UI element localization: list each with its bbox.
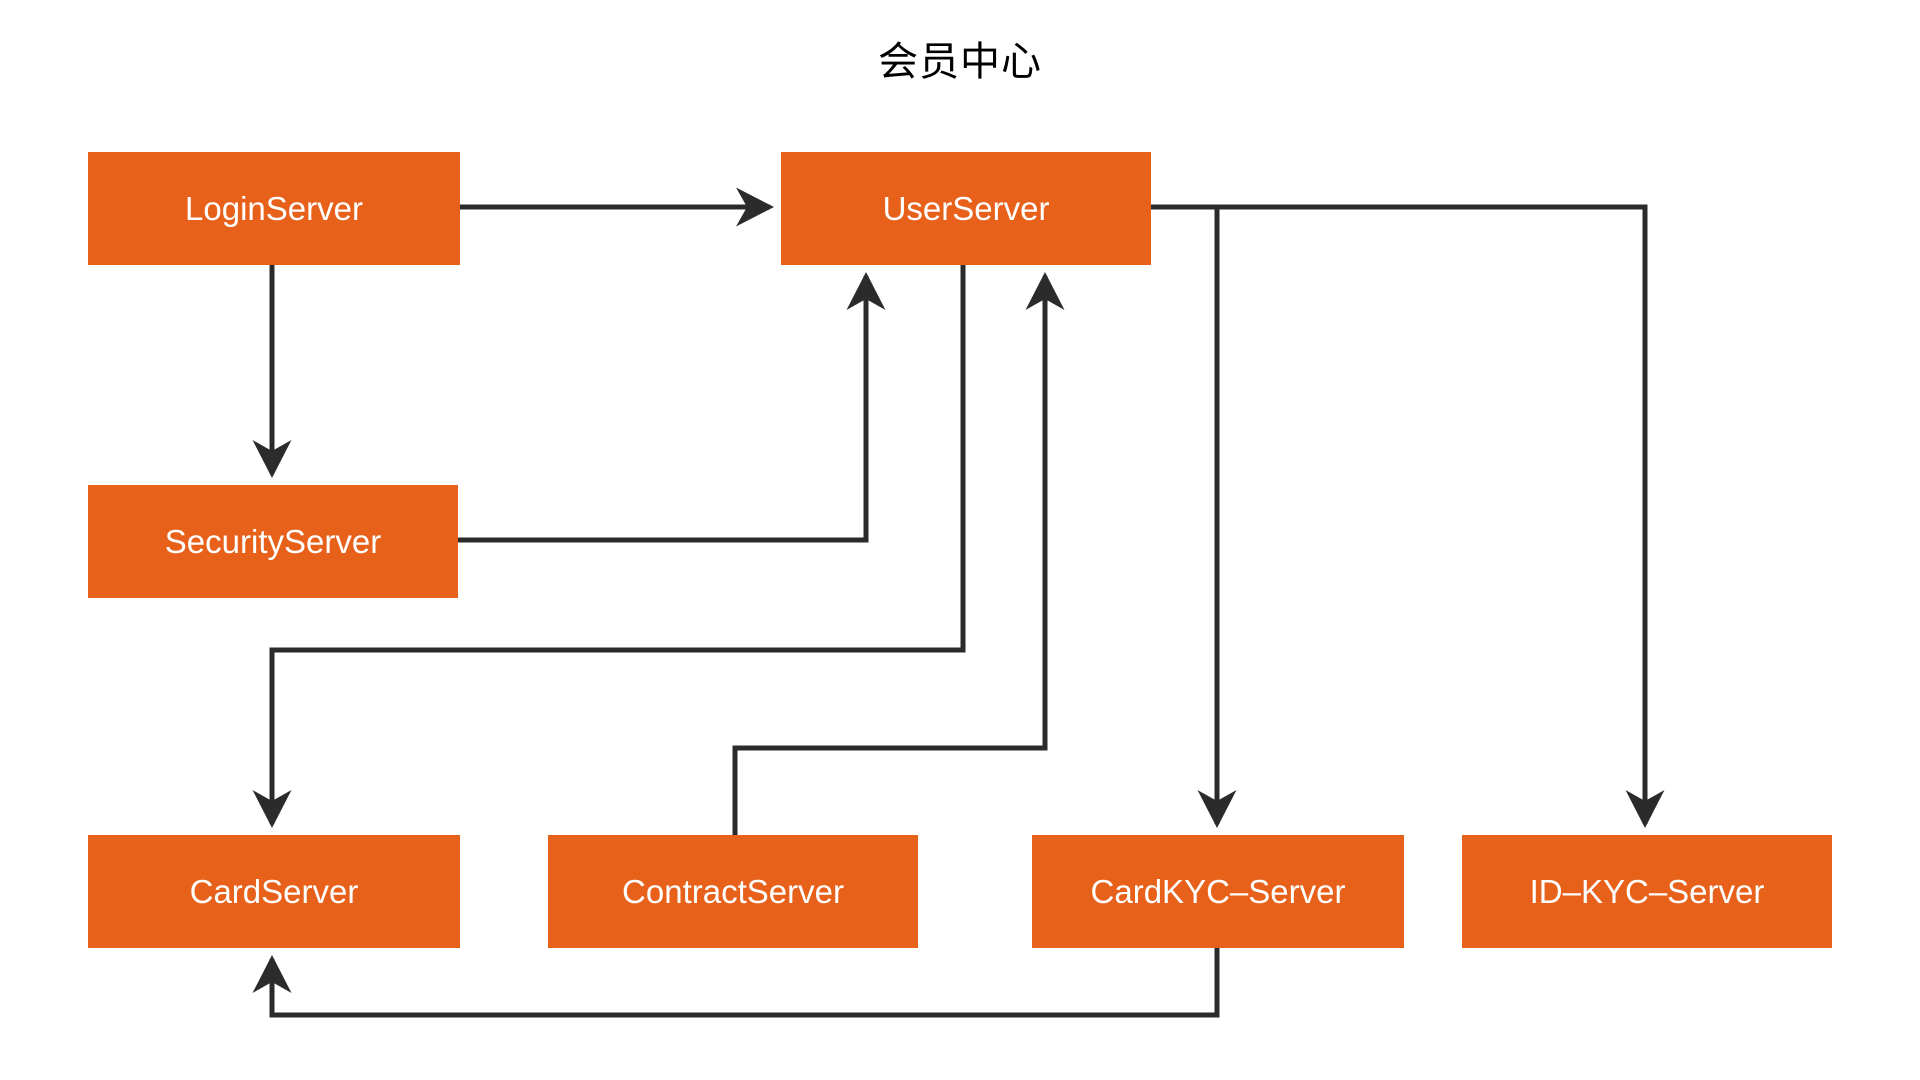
edge-contract-to-user [732, 271, 1065, 835]
node-contract-server-label: ContractServer [622, 873, 844, 910]
node-idkyc-server[interactable]: ID–KYC–Server [1462, 835, 1832, 948]
node-cardkyc-server-label: CardKYC–Server [1090, 873, 1346, 910]
node-card-server-label: CardServer [189, 873, 359, 910]
node-login-server-label: LoginServer [185, 190, 363, 227]
node-security-server[interactable]: SecurityServer [88, 485, 458, 598]
edge-security-to-user [458, 271, 886, 543]
page-title: 会员中心 [878, 39, 1042, 85]
node-idkyc-server-label: ID–KYC–Server [1529, 873, 1765, 910]
node-contract-server[interactable]: ContractServer [548, 835, 918, 948]
node-user-server[interactable]: UserServer [781, 152, 1151, 265]
node-login-server[interactable]: LoginServer [88, 152, 460, 265]
edge-cardkyc-to-card [252, 948, 1220, 1018]
edge-user-to-cardkyc [1151, 204, 1237, 829]
node-security-server-label: SecurityServer [164, 523, 382, 560]
node-card-server[interactable]: CardServer [88, 835, 460, 948]
node-user-server-label: UserServer [882, 190, 1050, 227]
edge-user-to-idkyc [1151, 204, 1665, 829]
node-cardkyc-server[interactable]: CardKYC–Server [1032, 835, 1404, 948]
